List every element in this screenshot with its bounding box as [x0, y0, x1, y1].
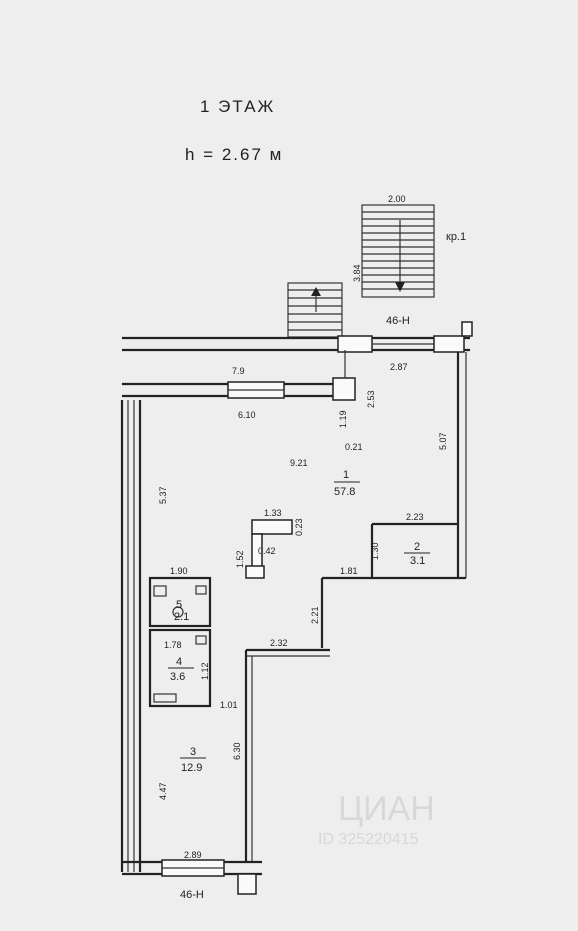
inner-partition [244, 576, 372, 862]
room-4-area: 3.6 [170, 671, 185, 683]
dim-2-21: 2.21 [310, 606, 320, 624]
room-2-area: 3.1 [410, 555, 425, 567]
stair-steps [362, 211, 434, 290]
dim-6-30: 6.30 [232, 742, 242, 760]
watermark-brand: ЦИАН [338, 790, 435, 828]
room-5-area: 2.1 [174, 611, 189, 623]
dim-0-21: 0.21 [345, 442, 363, 452]
dim-2-53: 2.53 [366, 390, 376, 408]
room-2-number: 2 [414, 541, 420, 553]
dim-2-23: 2.23 [406, 512, 424, 522]
small-staircase [287, 282, 343, 338]
dim-2-89: 2.89 [184, 850, 202, 860]
dim-1-12: 1.12 [200, 662, 210, 680]
center-column [245, 519, 293, 579]
dim-1-52: 1.52 [235, 550, 245, 568]
section-mark-top: 46-Н [386, 315, 410, 327]
section-mark-bottom: 46-Н [180, 889, 204, 901]
dim-1-19: 1.19 [338, 410, 348, 428]
dim-1-30: 1.30 [370, 542, 380, 560]
room-1-area: 57.8 [334, 486, 355, 498]
dim-1-81: 1.81 [340, 566, 358, 576]
room-3-number: 3 [190, 746, 196, 758]
left-wall [120, 400, 142, 872]
dim-7-9: 7.9 [232, 366, 245, 376]
room-3-area: 12.9 [181, 762, 202, 774]
plan-title: 1 ЭТАЖ [200, 97, 275, 116]
inner-wall-upper [122, 350, 356, 401]
dim-5-37: 5.37 [158, 486, 168, 504]
dim-1-01: 1.01 [220, 700, 238, 710]
stair-label: кр.1 [446, 231, 466, 243]
dim-1-33: 1.33 [264, 508, 282, 518]
main-staircase [361, 204, 435, 298]
bottom-walls [122, 859, 262, 895]
dim-1-78: 1.78 [164, 640, 182, 650]
dim-6-10: 6.10 [238, 410, 256, 420]
dim-0-42: 0.42 [258, 546, 276, 556]
top-walls [122, 321, 473, 353]
cian-watermark: ЦИАН ID 325220415 [318, 790, 435, 848]
dim-2-87: 2.87 [390, 362, 408, 372]
room-4-number: 4 [176, 656, 182, 668]
watermark-id: ID 325220415 [318, 831, 419, 848]
room-1-number: 1 [343, 469, 349, 481]
dim-9-21: 9.21 [290, 458, 308, 468]
room-5-walls [148, 576, 212, 628]
dim-stair-width: 2.00 [388, 194, 406, 204]
room-4-walls [148, 628, 212, 708]
dim-4-47: 4.47 [158, 782, 168, 800]
room-5-number: 5 [176, 599, 182, 611]
dim-2-32: 2.32 [270, 638, 288, 648]
dim-1-90: 1.90 [170, 566, 188, 576]
room-2-walls [370, 522, 466, 580]
dim-0-23: 0.23 [294, 518, 304, 536]
ceiling-height: h = 2.67 м [185, 145, 283, 164]
dim-5-07: 5.07 [438, 432, 448, 450]
dim-stair-length: 3.84 [352, 264, 362, 282]
